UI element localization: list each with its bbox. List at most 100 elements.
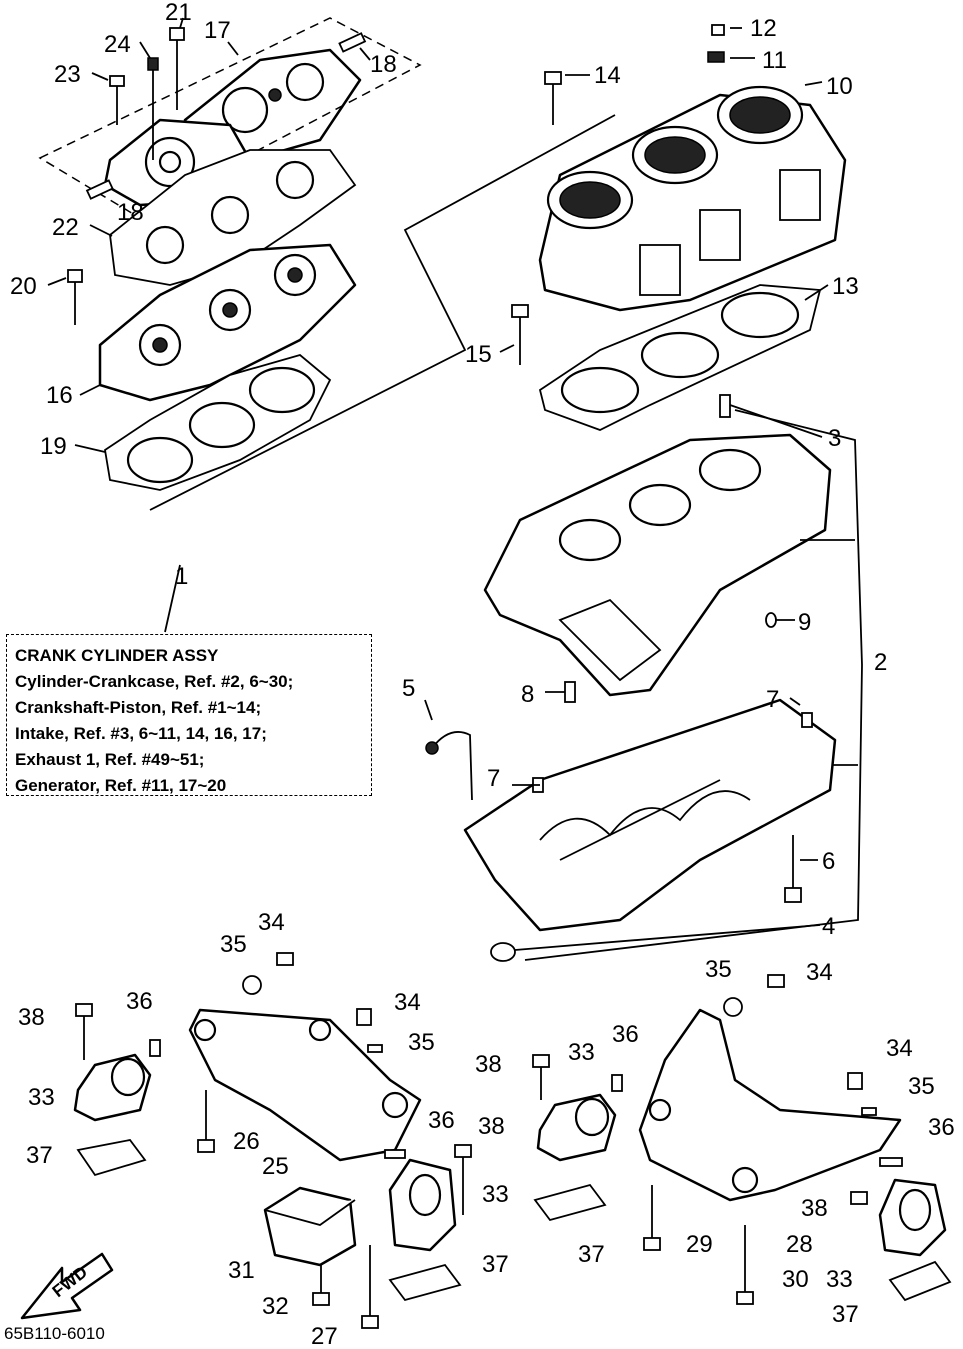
callout-23: 23	[54, 61, 81, 88]
callout-21: 21	[165, 0, 192, 26]
shim-37-c	[533, 1183, 607, 1222]
bolt-38-c	[532, 1054, 550, 1100]
callout-17: 17	[204, 17, 231, 44]
assembly-reference-box: CRANK CYLINDER ASSY Cylinder-Crankcase, …	[6, 634, 372, 796]
rubber-mount-33-a	[73, 1053, 152, 1122]
callout-29: 29	[686, 1231, 713, 1258]
callout-27: 27	[311, 1323, 338, 1349]
washer-36-b	[384, 1149, 406, 1159]
callout-leaders	[47, 17, 829, 951]
pin-18-top	[338, 32, 367, 53]
washer-36-a	[149, 1039, 161, 1057]
leader-1	[164, 564, 181, 633]
callout-32: 32	[262, 1293, 289, 1320]
mount-bracket-25	[188, 1008, 422, 1162]
callout-6: 6	[822, 848, 835, 875]
bolt-34-a	[276, 952, 294, 966]
callout-2: 2	[874, 649, 887, 676]
callout-33-d: 33	[826, 1266, 853, 1293]
washer-35-d	[861, 1107, 877, 1116]
callout-11: 11	[762, 47, 787, 74]
callout-26: 26	[233, 1128, 260, 1155]
rubber-mount-33-c	[536, 1093, 617, 1162]
callout-13: 13	[832, 273, 859, 300]
bolt-29	[643, 1185, 661, 1251]
shim-37-d	[888, 1260, 952, 1302]
dowel-3	[719, 394, 731, 418]
oil-sensor-5	[425, 731, 473, 801]
bracket-2	[524, 409, 863, 961]
callout-36-d: 36	[928, 1114, 955, 1141]
callout-7-right: 7	[766, 686, 779, 713]
callout-3: 3	[828, 425, 841, 452]
cover-group-outline	[38, 17, 422, 216]
callout-30: 30	[782, 1266, 809, 1293]
callout-37-c: 37	[578, 1241, 605, 1268]
bolt-32	[312, 1265, 330, 1306]
assembly-ref-line: Intake, Ref. #3, 6~11, 14, 16, 17;	[15, 724, 267, 743]
assembly-ref-line: Generator, Ref. #11, 17~20	[15, 776, 227, 795]
callout-25: 25	[262, 1153, 289, 1180]
stud-24	[147, 57, 159, 160]
callout-10: 10	[826, 73, 853, 100]
callout-33-c: 33	[568, 1039, 595, 1066]
callout-28: 28	[786, 1231, 813, 1258]
washer-36-d	[879, 1157, 903, 1167]
washer-35-a	[242, 975, 262, 995]
callout-34-a: 34	[258, 909, 285, 936]
bolt-23	[109, 75, 125, 125]
callout-22: 22	[52, 214, 79, 241]
shim-37-a	[76, 1139, 147, 1177]
bolt-6	[784, 835, 802, 903]
mount-bracket-28	[638, 1008, 902, 1202]
callout-33-a: 33	[28, 1084, 55, 1111]
callout-18-top: 18	[370, 51, 397, 78]
callout-5: 5	[402, 675, 415, 702]
callout-37-a: 37	[26, 1142, 53, 1169]
washer-36-c	[611, 1074, 623, 1092]
callout-35-c: 35	[705, 956, 732, 983]
dowel-7-right	[801, 712, 813, 728]
callout-31: 31	[228, 1257, 255, 1284]
callout-16: 16	[46, 382, 73, 409]
callout-19: 19	[40, 433, 67, 460]
bolt-30	[736, 1225, 754, 1305]
callout-36-a: 36	[126, 988, 153, 1015]
callout-20: 20	[10, 273, 37, 300]
crankcase-upper	[483, 433, 832, 697]
callout-35-b: 35	[408, 1029, 435, 1056]
callout-35-a: 35	[220, 931, 247, 958]
callout-38-b: 38	[478, 1113, 505, 1140]
bolt-38-b	[454, 1144, 472, 1215]
callout-35-d: 35	[908, 1073, 935, 1100]
rubber-mount-33-b	[388, 1158, 457, 1252]
cylinder-block-10	[538, 85, 847, 312]
rubber-mount-33-d	[878, 1178, 947, 1257]
head-gasket-19	[104, 354, 332, 491]
washer-35-c	[723, 997, 743, 1017]
bolt-34-b	[356, 1008, 372, 1026]
bolt-14	[544, 71, 562, 125]
callout-37-d: 37	[832, 1301, 859, 1328]
assembly-ref-line: Crankshaft-Piston, Ref. #1~14;	[15, 698, 262, 717]
bolt-27	[361, 1245, 379, 1329]
bolt-34-d	[847, 1072, 863, 1090]
bolt-15	[511, 304, 529, 365]
washer-35-b	[367, 1044, 383, 1053]
callout-1: 1	[175, 563, 188, 590]
shim-37-b	[388, 1263, 462, 1302]
callout-36-c: 36	[612, 1021, 639, 1048]
callout-7-left: 7	[487, 765, 500, 792]
assembly-ref-line: Cylinder-Crankcase, Ref. #2, 6~30;	[15, 672, 294, 691]
pin-8	[564, 681, 576, 703]
callout-12: 12	[750, 15, 777, 42]
bolt-38-d	[850, 1191, 868, 1205]
callout-34-d: 34	[886, 1035, 913, 1062]
pin-9	[765, 612, 777, 628]
bushing-4	[490, 942, 516, 962]
bolt-38-a	[75, 1003, 93, 1060]
callout-34-c: 34	[806, 959, 833, 986]
callout-38-a: 38	[18, 1004, 45, 1031]
screw-12	[711, 24, 725, 36]
